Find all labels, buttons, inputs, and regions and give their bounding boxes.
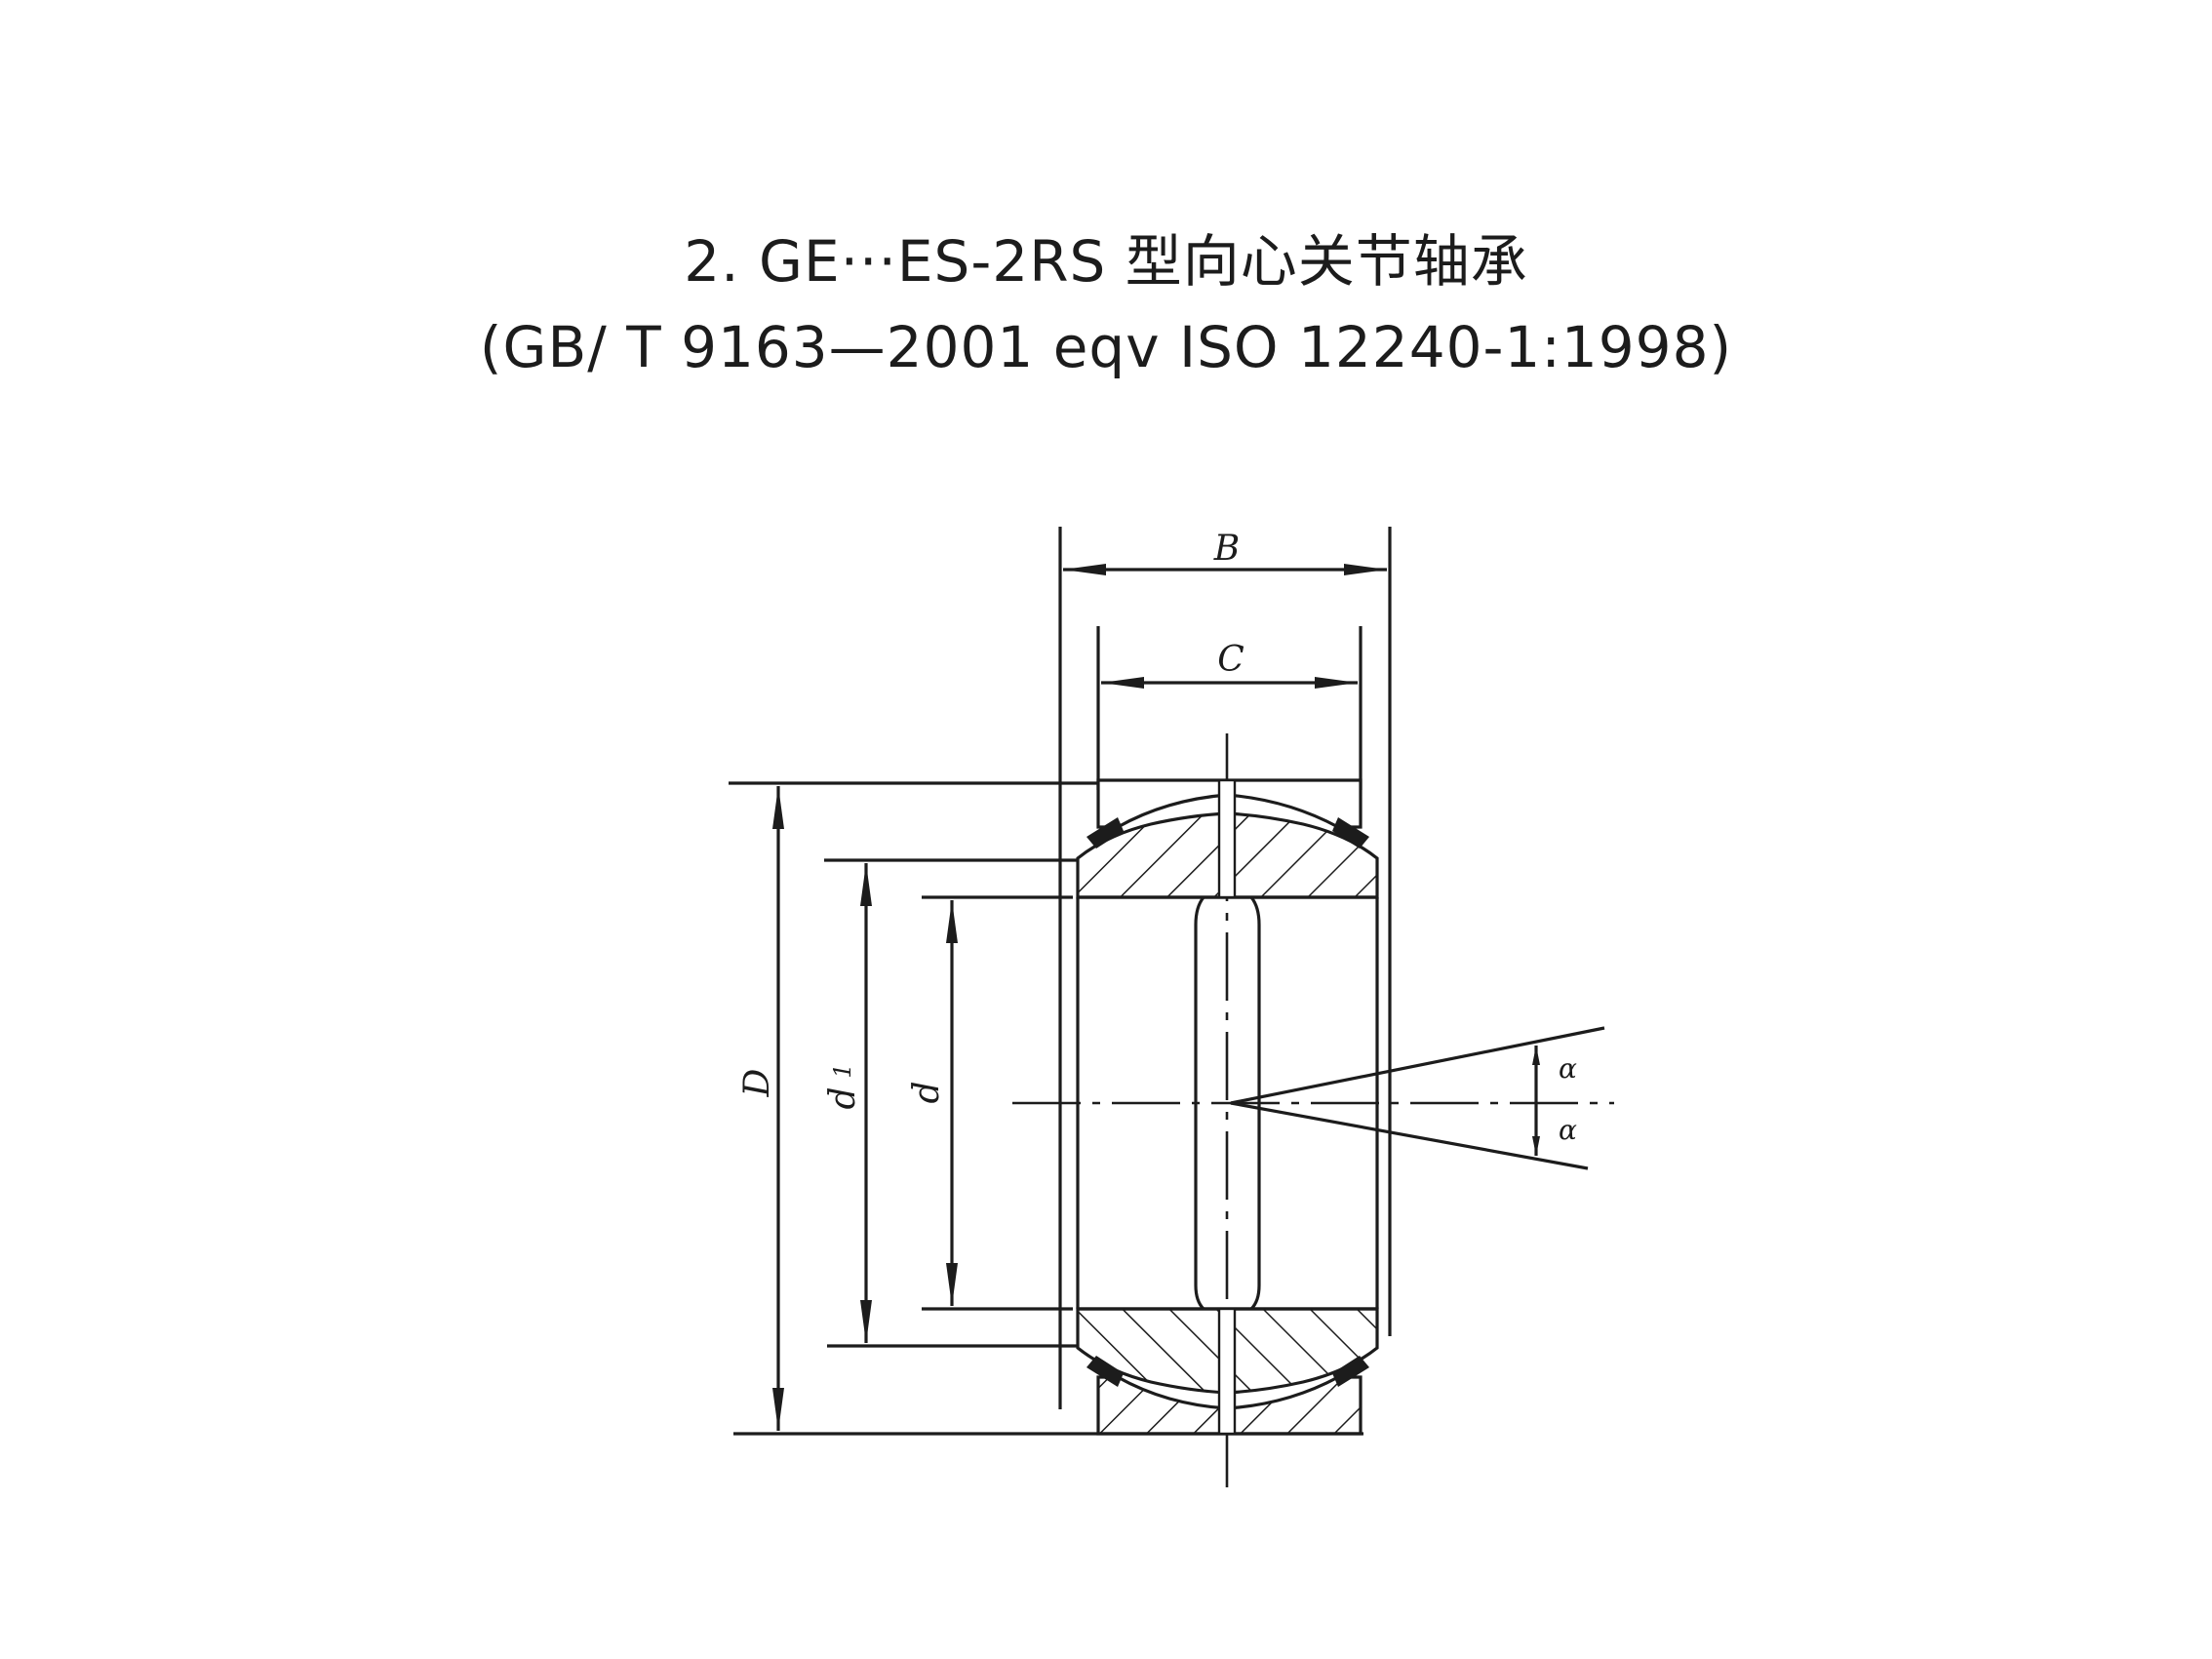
label-b: B xyxy=(1213,529,1240,569)
split-slot-left xyxy=(1194,896,1205,1311)
title-line-1: 2. GE···ES-2RS 型向心关节轴承 xyxy=(684,228,1528,295)
label-alpha-upper: α xyxy=(1559,1052,1577,1085)
split-gap-top xyxy=(1217,778,1237,899)
label-d-inner: d xyxy=(907,1081,947,1103)
tilt-line-lower xyxy=(1230,1101,1589,1170)
split-gap-bottom xyxy=(1217,1307,1237,1436)
seal-bottom-left xyxy=(1086,1356,1124,1387)
label-c: C xyxy=(1217,640,1244,680)
seal-top-left xyxy=(1086,817,1124,849)
label-alpha-lower: α xyxy=(1559,1114,1577,1146)
tilt-line-upper xyxy=(1230,1026,1605,1105)
label-d1-subscript: 1 xyxy=(829,1063,856,1078)
split-slot-right xyxy=(1249,896,1261,1311)
title-line-2: (GB/ T 9163—2001 eqv ISO 12240-1:1998) xyxy=(479,314,1733,380)
label-d-outer: D xyxy=(737,1068,777,1097)
seal-top-right xyxy=(1332,817,1369,849)
seal-bottom-right xyxy=(1332,1356,1369,1387)
label-d1: d xyxy=(823,1086,863,1109)
title-block: 2. GE···ES-2RS 型向心关节轴承 (GB/ T 9163—2001 … xyxy=(0,222,2212,386)
